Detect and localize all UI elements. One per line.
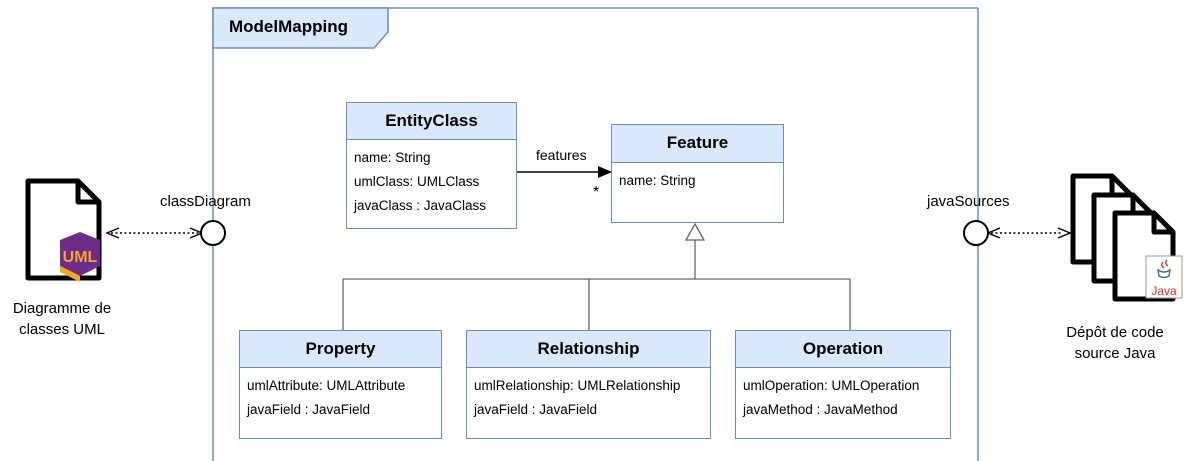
port-javasources — [963, 220, 1072, 246]
association-arrow — [517, 166, 612, 178]
class-name: Operation — [736, 331, 950, 368]
generalization-lines — [342, 222, 851, 331]
package-title: ModelMapping — [229, 17, 348, 36]
class-entityclass: EntityClass name: String umlClass: UMLCl… — [346, 102, 517, 229]
attribute: umlAttribute: UMLAttribute — [247, 378, 406, 393]
class-relationship: Relationship umlRelationship: UMLRelatio… — [466, 330, 711, 439]
attribute: umlRelationship: UMLRelationship — [474, 378, 681, 393]
uml-badge-text: UML — [63, 249, 98, 266]
class-feature: Feature name: String — [611, 124, 784, 223]
attribute: name: String — [619, 173, 696, 188]
class-attributes: umlOperation: UMLOperation javaMethod : … — [736, 368, 950, 422]
port-label-javasources: javaSources — [927, 193, 1010, 210]
uml-diagram-caption: Diagramme de classes UML — [0, 298, 124, 340]
class-attributes: umlRelationship: UMLRelationship javaFie… — [467, 368, 710, 422]
java-badge-text: Java — [1151, 284, 1177, 298]
attribute: javaField : JavaField — [247, 402, 371, 417]
package-frame — [212, 7, 979, 461]
class-name: Relationship — [467, 331, 710, 368]
port-label-classdiagram: classDiagram — [160, 193, 251, 210]
attribute: umlClass: UMLClass — [354, 174, 480, 189]
attribute: javaMethod : JavaMethod — [743, 402, 898, 417]
caption-line: classes UML — [19, 321, 105, 338]
package-tab — [212, 7, 389, 49]
class-operation: Operation umlOperation: UMLOperation jav… — [735, 330, 951, 439]
class-property: Property umlAttribute: UMLAttribute java… — [239, 330, 442, 439]
class-name: Feature — [612, 125, 783, 163]
caption-line: Dépôt de code — [1066, 324, 1164, 341]
caption-line: Diagramme de — [12, 300, 112, 317]
attribute: javaClass : JavaClass — [354, 198, 487, 213]
class-name: EntityClass — [347, 103, 516, 140]
association-multiplicity: * — [593, 184, 600, 201]
port-classdiagram — [105, 220, 226, 246]
inheritance-triangle — [684, 222, 706, 241]
java-files-icon: Java — [1070, 173, 1183, 302]
class-attributes: umlAttribute: UMLAttribute javaField : J… — [240, 368, 441, 422]
uml-file-icon: UML — [25, 178, 102, 282]
class-attributes: name: String — [612, 163, 783, 193]
caption-line: source Java — [1074, 345, 1156, 362]
attribute: name: String — [354, 150, 431, 165]
association-role-label: features — [536, 147, 587, 163]
attribute: javaField : JavaField — [474, 402, 598, 417]
class-attributes: name: String umlClass: UMLClass javaClas… — [347, 140, 516, 218]
java-repo-caption: Dépôt de code source Java — [1057, 322, 1173, 364]
attribute: umlOperation: UMLOperation — [743, 378, 920, 393]
class-name: Property — [240, 331, 441, 368]
